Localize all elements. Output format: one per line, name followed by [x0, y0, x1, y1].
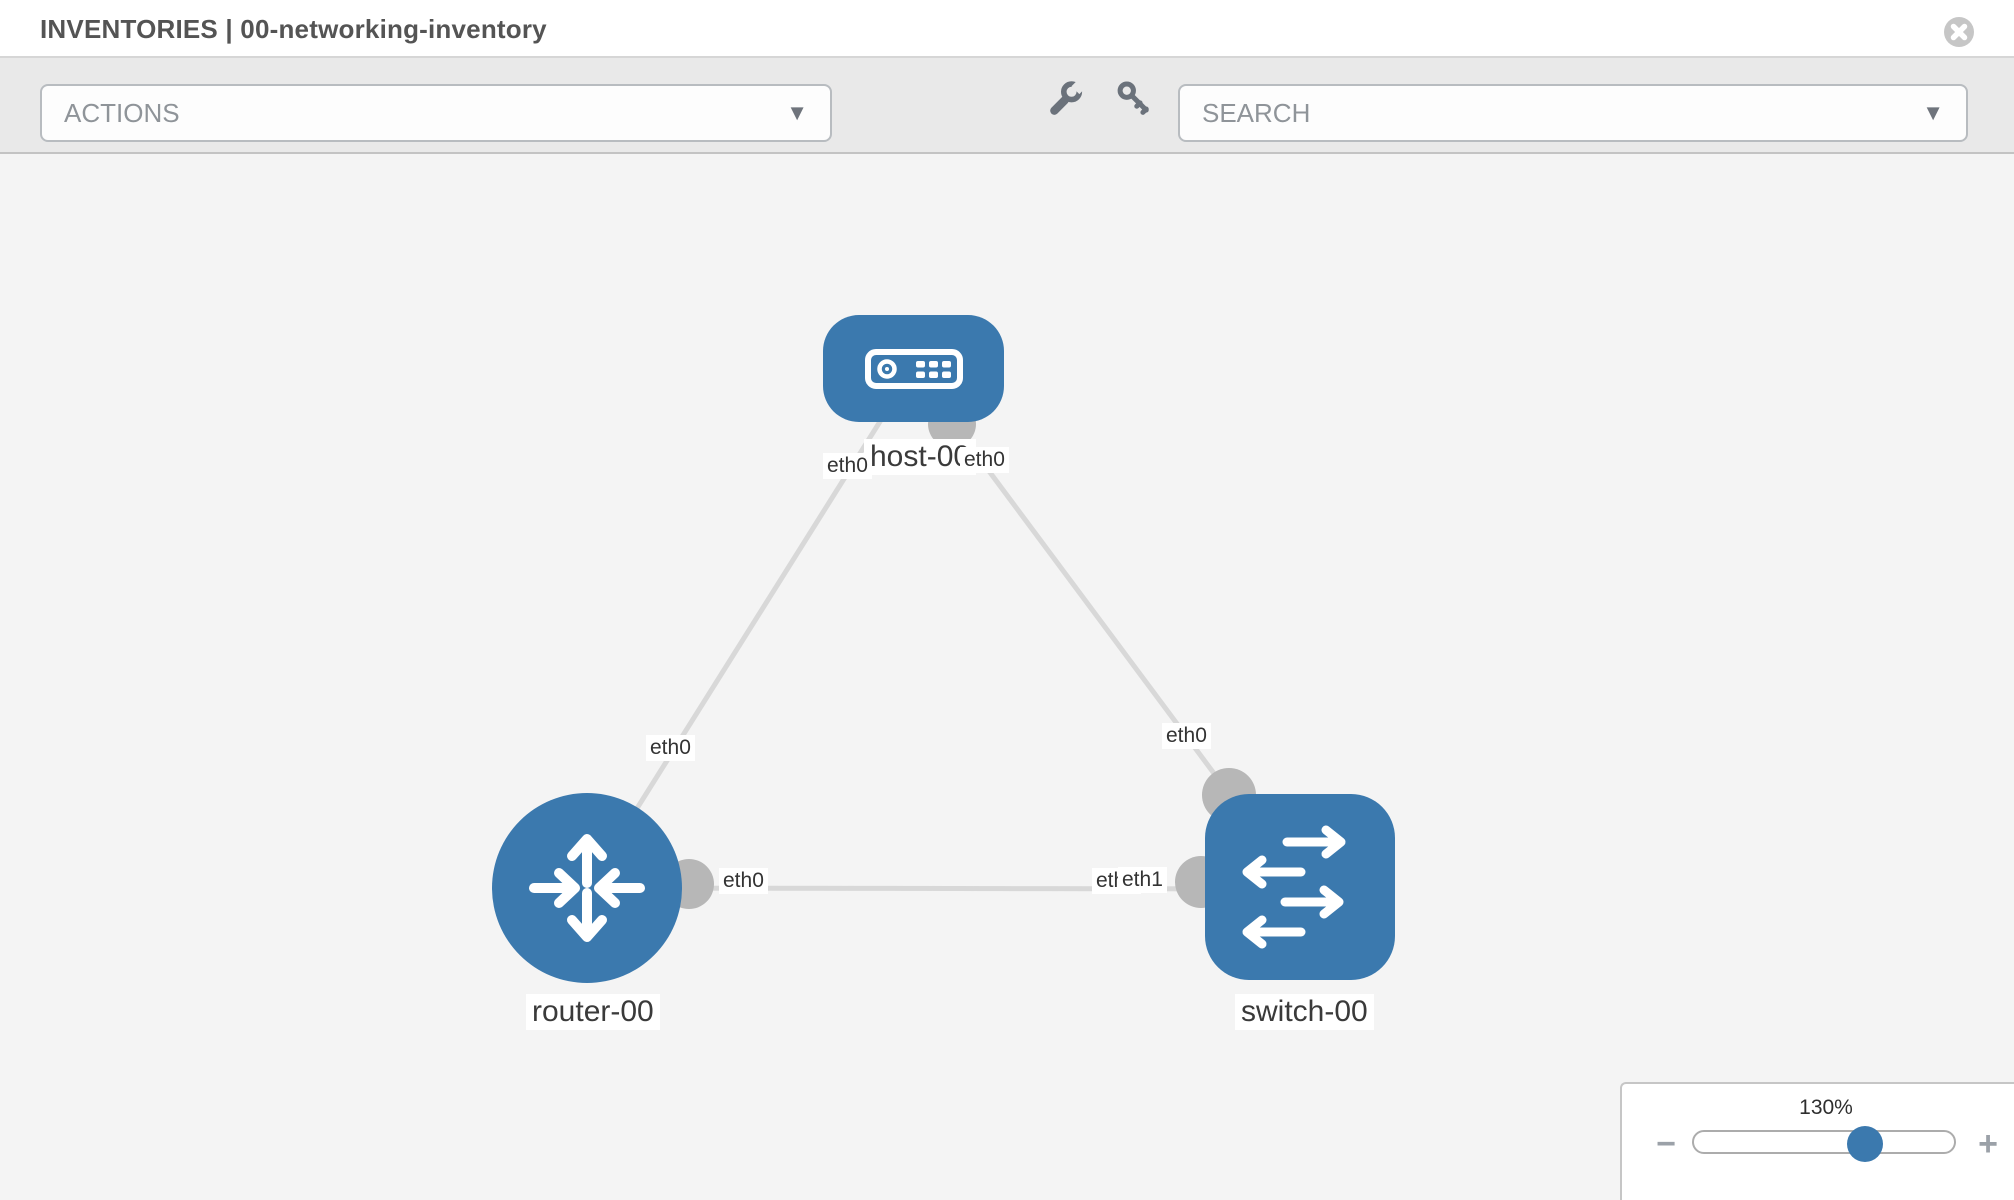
zoom-slider-track[interactable] — [1692, 1130, 1956, 1154]
interface-label-eth0: eth0 — [823, 453, 872, 479]
interface-label-eth0: eth0 — [646, 735, 695, 761]
node-router-00[interactable] — [492, 793, 682, 983]
search-dropdown: ▼ — [1178, 84, 1968, 142]
chevron-down-icon: ▼ — [786, 100, 808, 125]
key-icon — [1117, 81, 1149, 115]
interface-label-eth0: eth0 — [1162, 723, 1211, 749]
interface-label-eth1: eth1 — [1118, 867, 1167, 893]
switch-arrows-icon — [1242, 825, 1346, 949]
page-title: INVENTORIES | 00-networking-inventory — [40, 14, 547, 44]
configure-button[interactable] — [1044, 77, 1088, 122]
search-input[interactable] — [1180, 86, 1966, 140]
interface-label-eth0: eth0 — [960, 447, 1009, 473]
zoom-control-panel: 130% − + — [1620, 1082, 2014, 1200]
wrench-icon — [1050, 77, 1088, 115]
chevron-down-icon[interactable]: ▼ — [1922, 100, 1944, 125]
actions-dropdown[interactable]: ACTIONS ▼ — [40, 84, 832, 142]
zoom-level-value: 130% — [1799, 1096, 1853, 1119]
page-header: INVENTORIES | 00-networking-inventory — [0, 0, 2014, 58]
node-label-switch: switch-00 — [1235, 994, 1374, 1030]
node-switch-00[interactable] — [1205, 794, 1395, 980]
zoom-in-button[interactable]: + — [1966, 1122, 2010, 1166]
interface-label-eth0: eth0 — [719, 868, 768, 894]
server-icon — [864, 348, 963, 389]
router-arrows-icon — [529, 834, 645, 942]
zoom-out-button[interactable]: − — [1644, 1122, 1688, 1166]
toolbar: ACTIONS ▼ ▼ — [0, 58, 2014, 154]
topology-links — [584, 367, 1303, 892]
actions-dropdown-label: ACTIONS — [64, 98, 180, 128]
topology-canvas[interactable]: host-00 router-00 switch-00 eth0 eth0 et… — [0, 156, 2014, 1200]
node-label-router: router-00 — [526, 994, 660, 1030]
node-host-00[interactable] — [823, 315, 1004, 422]
node-label-host: host-00 — [864, 439, 977, 475]
zoom-slider-knob[interactable] — [1847, 1126, 1883, 1162]
close-button[interactable] — [1943, 16, 1975, 48]
close-icon — [1944, 17, 1974, 47]
credentials-button[interactable] — [1112, 78, 1156, 122]
